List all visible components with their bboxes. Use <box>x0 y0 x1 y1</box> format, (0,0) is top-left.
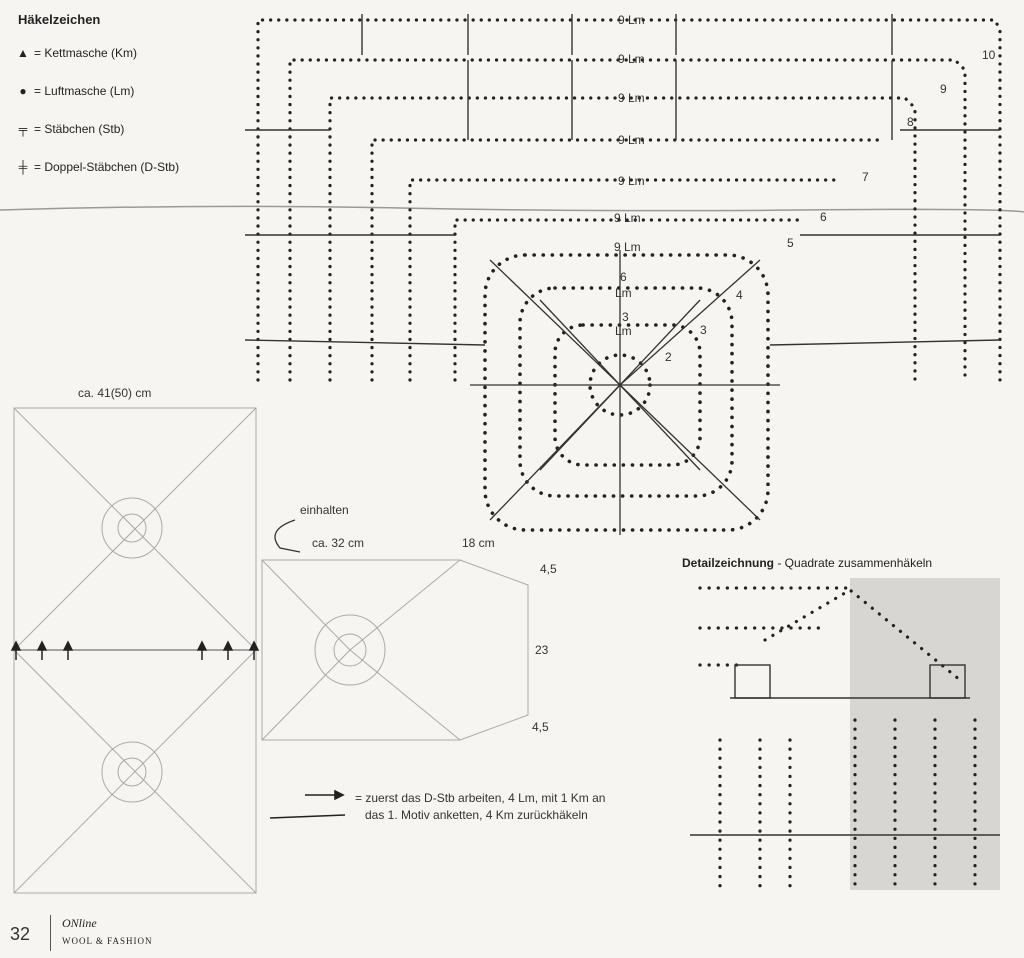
round-number-10: 10 <box>982 48 996 62</box>
round-number-9: 9 <box>940 82 947 96</box>
explanation-line1: = zuerst das D-Stb arbeiten, 4 Lm, mit 1… <box>355 791 606 805</box>
footer-divider <box>50 915 51 951</box>
chart-label-lm: Lm <box>615 324 632 338</box>
footer-brand: ONline <box>62 916 97 930</box>
round-number-8: 8 <box>907 115 914 129</box>
dim-bottom-label: 4,5 <box>532 720 549 734</box>
explanation-symbol <box>269 789 346 819</box>
einhalten-label: einhalten <box>300 503 349 517</box>
chart-label-lm: Lm <box>615 286 632 300</box>
round-number-6: 6 <box>820 210 827 224</box>
chart-label-three: 3 <box>622 310 629 324</box>
legend-text: = Doppel-Stäbchen (D-Stb) <box>34 160 180 174</box>
round-number-2: 2 <box>665 350 672 364</box>
cm18-label: 18 cm <box>462 536 495 550</box>
legend-title: Häkelzeichen <box>18 12 101 27</box>
radial-stitches <box>470 250 780 535</box>
detail-drawing <box>690 578 1000 892</box>
chart-label-lm-7: 9 Lm <box>614 240 641 254</box>
chart-corner-rounds <box>256 18 1002 382</box>
chart-label-six: 6 <box>620 270 627 284</box>
double-stitch-icon: ╪ <box>18 160 28 174</box>
explanation-line2: das 1. Motiv anketten, 4 Km zurückhäkeln <box>365 808 588 822</box>
legend-text: = Stäbchen (Stb) <box>34 122 125 136</box>
legend-item-luftmasche: ● = Luftmasche (Lm) <box>16 84 134 98</box>
horizontal-stitches <box>244 129 1001 346</box>
seam-arrows <box>10 640 260 660</box>
dim-top-label: 4,5 <box>540 562 557 576</box>
detail-title-rest: - Quadrate zusammenhäkeln <box>774 556 933 570</box>
dot-icon: ● <box>19 84 27 98</box>
einhalten-arrow <box>274 519 301 553</box>
triangle-icon: ▲ <box>17 46 29 60</box>
legend-item-staebchen: ╤ = Stäbchen (Stb) <box>16 122 125 136</box>
schematic-right-panel <box>261 559 529 741</box>
round-number-4: 4 <box>736 288 743 302</box>
legend-item-doppel-staebchen: ╪ = Doppel-Stäbchen (D-Stb) <box>16 160 179 174</box>
width-label: ca. 41(50) cm <box>78 386 152 400</box>
legend-text: = Luftmasche (Lm) <box>34 84 135 98</box>
round-number-5: 5 <box>787 236 794 250</box>
stitch-icon: ╤ <box>18 122 28 136</box>
round-number-3: 3 <box>700 323 707 337</box>
chart-label-lm-2: 9 Lm <box>618 52 645 66</box>
vertical-stitches <box>361 14 893 140</box>
round-number-7: 7 <box>862 170 869 184</box>
chart-label-lm-6: 9 Lm <box>614 211 641 225</box>
legend-text: = Kettmasche (Km) <box>34 46 138 60</box>
chart-label-lm-5: 9 Lm <box>618 174 645 188</box>
paper-tear <box>0 205 1024 213</box>
detail-title-bold: Detailzeichnung <box>682 556 775 570</box>
chart-label-lm-3: 9 Lm <box>618 91 645 105</box>
detail-title: Detailzeichnung - Quadrate zusammenhäkel… <box>682 556 932 570</box>
footer-subtitle: WOOL & FASHION <box>62 936 153 946</box>
dim-mid-label: 23 <box>535 643 549 657</box>
chart-label-lm-4: 9 Lm <box>618 133 645 147</box>
page-number: 32 <box>10 924 31 944</box>
schematic-left-panel <box>13 407 257 894</box>
legend-item-kettmasche: ▲ = Kettmasche (Km) <box>16 46 137 60</box>
ca32-label: ca. 32 cm <box>312 536 365 550</box>
chart-label-lm-1: 9 Lm <box>618 13 645 27</box>
